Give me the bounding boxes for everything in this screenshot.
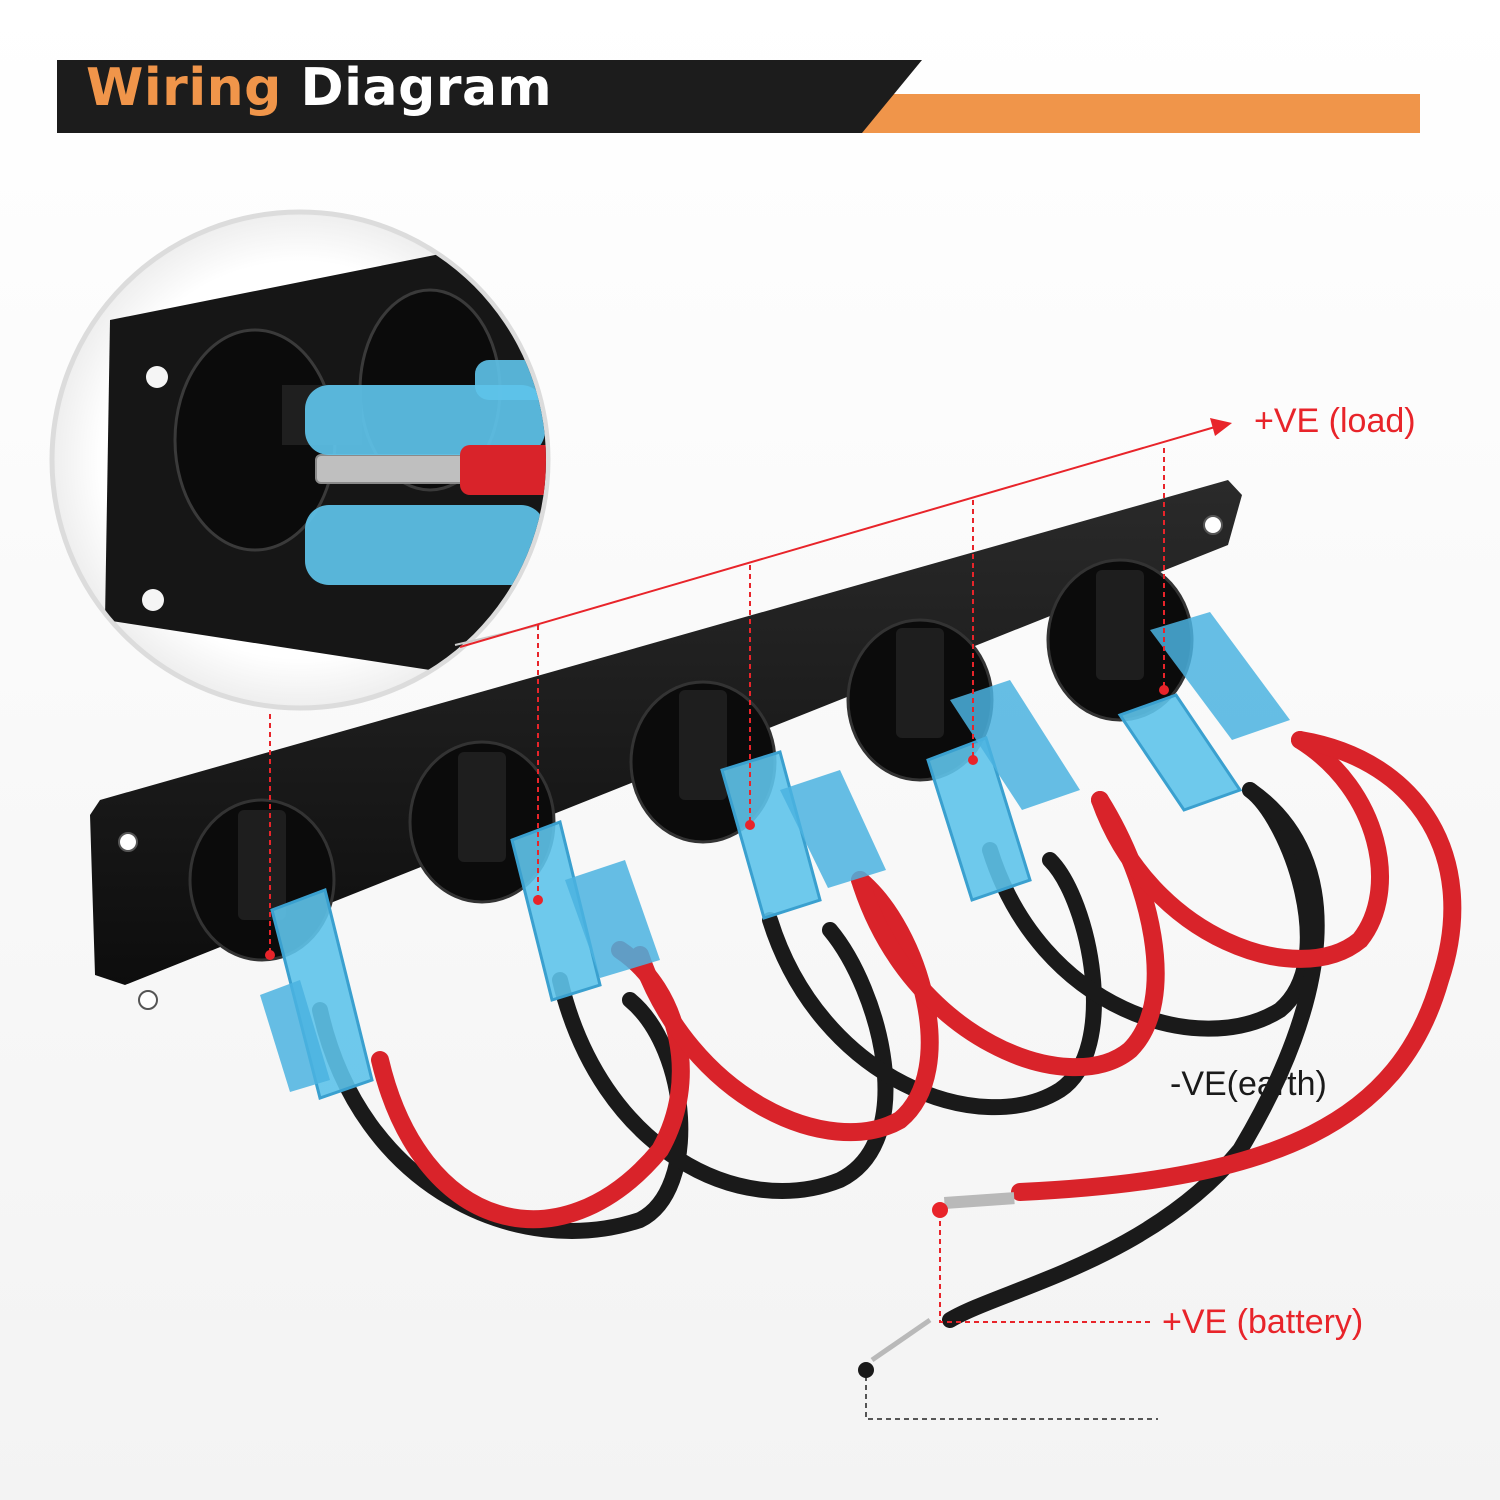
- title-main: Diagram: [300, 58, 553, 118]
- spade-connector: [260, 888, 374, 1100]
- rocker-switch: [846, 618, 994, 782]
- terminal-dot: [1159, 685, 1169, 695]
- spade-connector: [926, 680, 1080, 902]
- negative-wires: [312, 782, 1325, 1328]
- label-negative-earth: -VE(earth): [1170, 1065, 1327, 1103]
- arrow-icon: [1210, 418, 1232, 436]
- label-positive-battery: +VE (battery): [1162, 1303, 1364, 1341]
- spade-connector: [1117, 612, 1290, 812]
- terminal-dot: [533, 895, 543, 905]
- load-leader-lines: [269, 426, 1216, 955]
- spade-connector: [510, 820, 660, 1002]
- earth-leader: [858, 1362, 1158, 1420]
- page-title: Wiring Diagram: [86, 62, 552, 114]
- magnifier-inset: [49, 209, 551, 711]
- terminal-dot: [745, 820, 755, 830]
- terminal-dot: [968, 755, 978, 765]
- spade-connector: [720, 750, 886, 920]
- terminal-dot: [265, 950, 275, 960]
- rocker-switch: [1046, 558, 1194, 722]
- label-positive-load: +VE (load): [1254, 402, 1416, 440]
- header-banner: [57, 60, 1420, 133]
- header: Wiring Diagram: [0, 0, 1500, 160]
- battery-lead-tips: [870, 1192, 1015, 1363]
- positive-wires: [371, 731, 1462, 1228]
- title-accent: Wiring: [86, 58, 282, 118]
- battery-leader: [932, 1202, 1150, 1323]
